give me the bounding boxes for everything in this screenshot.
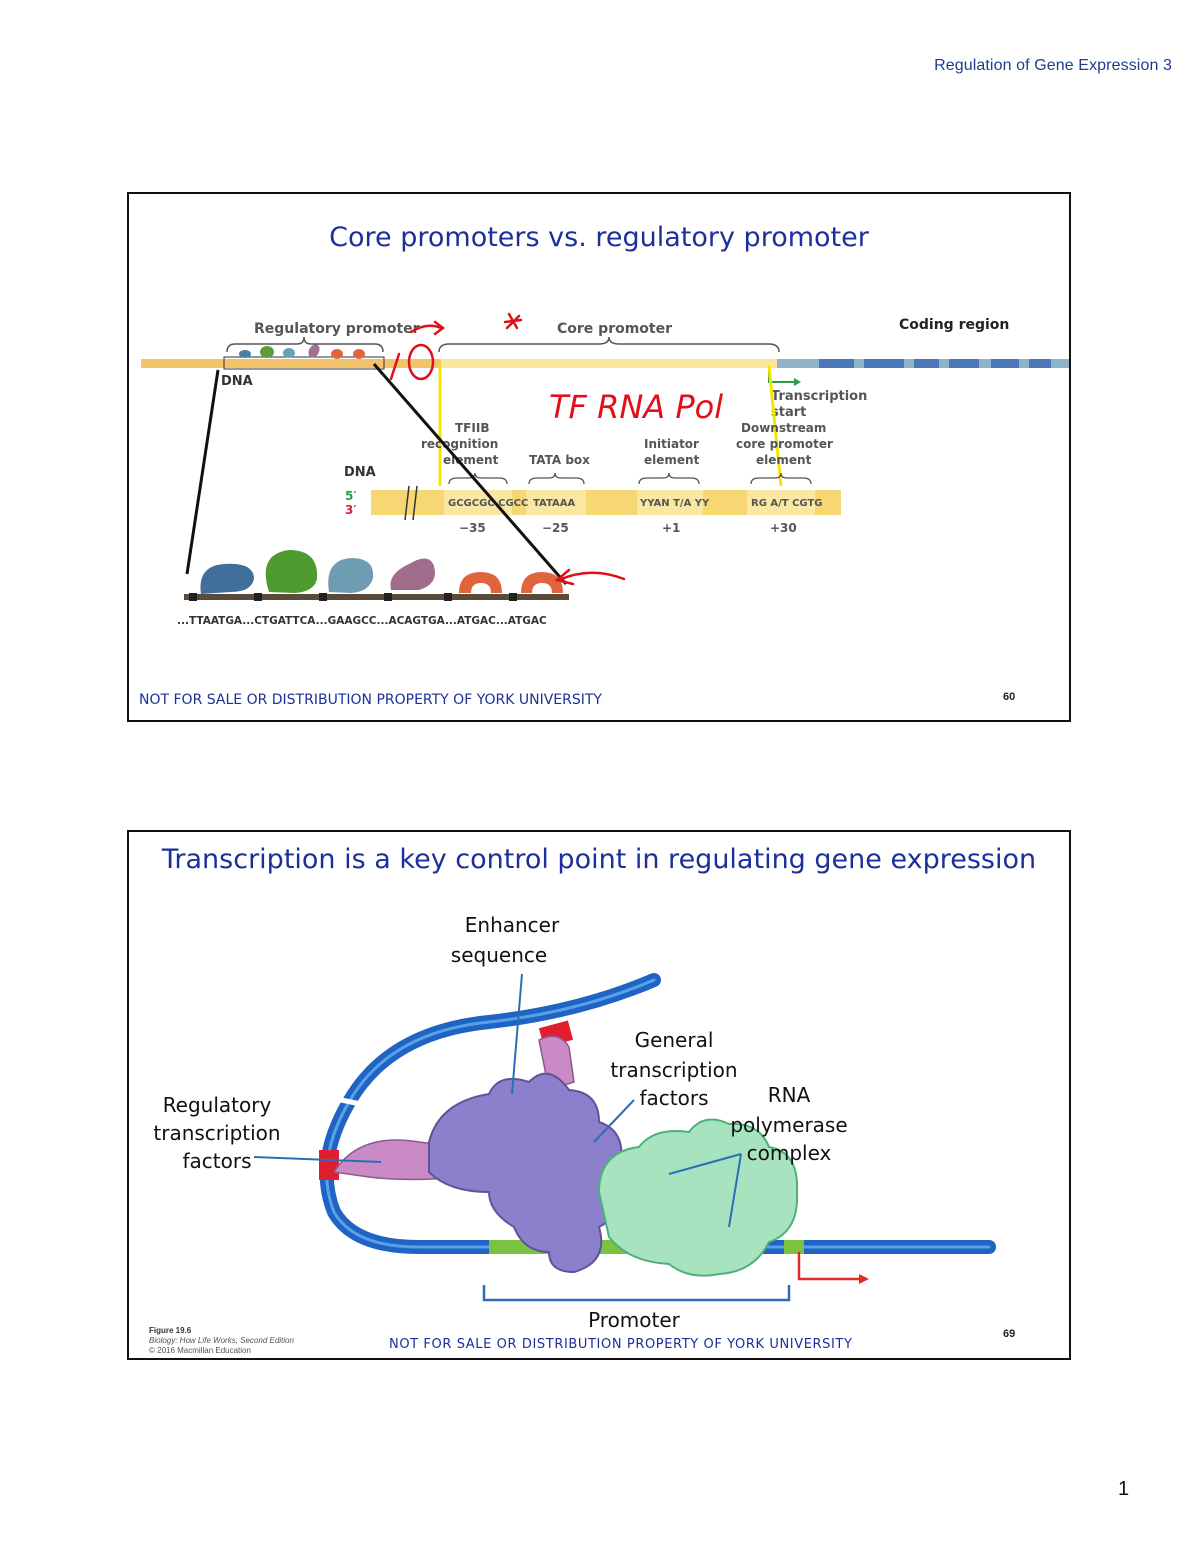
pos-plus30: +30 [770, 521, 797, 535]
regulatory-bracket [226, 336, 384, 353]
label-regulatory-3: factors [182, 1149, 251, 1173]
label-rna-1: RNA [768, 1083, 811, 1107]
seq-tata: TATAAA [533, 498, 576, 509]
seq-downstream: RG A/T CGTG [751, 498, 822, 509]
label-transcription-1: Transcription [771, 389, 867, 404]
label-tfiib-1: TFIIB [455, 421, 489, 435]
seq-initiator: YYAN T/A YY [639, 498, 710, 509]
label-regulatory-promoter: Regulatory promoter [254, 321, 420, 337]
page-number: 1 [1118, 1478, 1130, 1500]
label-tata-box: TATA box [529, 453, 590, 467]
label-core-promoter: Core promoter [557, 321, 672, 337]
slide-number: 60 [1003, 691, 1016, 703]
mini-regulatory-proteins [239, 344, 365, 359]
caption-line-1: Figure 19.6 [149, 1326, 192, 1335]
slide-footer: NOT FOR SALE OR DISTRIBUTION PROPERTY OF… [389, 1337, 853, 1352]
dna-loop [319, 973, 996, 1254]
figure-caption: Figure 19.6 Biology: How Life Works, Sec… [149, 1326, 294, 1356]
label-enhancer-2: sequence [451, 943, 547, 967]
core-dna-bar [441, 359, 777, 368]
label-rna-3: complex [747, 1141, 832, 1165]
pos-plus1: +1 [662, 521, 680, 535]
label-transcription-2: start [771, 405, 806, 420]
pos-minus35: −35 [459, 521, 486, 535]
caption-line-3: © 2016 Macmillan Education [149, 1346, 251, 1355]
label-regulatory-1: Regulatory [163, 1093, 272, 1117]
label-tfiib-2: recognition [421, 437, 498, 451]
transcription-start-arrow [768, 366, 794, 383]
slide-number: 69 [1003, 1328, 1016, 1340]
bottom-sequence: ...TTAATGA...CTGATTCA...GAAGCC...ACAGTGA… [177, 615, 547, 627]
label-tfiib-3: element [443, 453, 499, 467]
slide-title: Transcription is a key control point in … [161, 844, 1037, 875]
label-dna-mid: DNA [344, 465, 376, 480]
label-downstream-3: element [756, 453, 812, 467]
regulatory-box [223, 356, 385, 370]
label-general-1: General [635, 1028, 714, 1052]
label-downstream-2: core promoter [736, 437, 833, 451]
label-promoter: Promoter [588, 1308, 681, 1332]
handwritten-annotations [389, 312, 626, 586]
slide-footer: NOT FOR SALE OR DISTRIBUTION PROPERTY OF… [139, 692, 602, 708]
label-dna-top: DNA [221, 374, 253, 389]
label-general-2: transcription [610, 1058, 737, 1082]
rna-polymerase-shape [597, 1118, 799, 1277]
transcription-diagram: Enhancer sequence General transcription … [153, 913, 996, 1332]
label-downstream-1: Downstream [741, 421, 826, 435]
regulatory-dna-bar [141, 359, 441, 368]
seq-tfiib: GCGCGC CGCC [448, 498, 528, 509]
label-initiator-1: Initiator [644, 437, 699, 451]
slide-core-vs-regulatory-promoter: Core promoters vs. regulatory promoter R… [127, 192, 1071, 722]
label-coding-region: Coding region [899, 317, 1009, 333]
pos-minus25: −25 [542, 521, 569, 535]
label-rna-2: polymerase [730, 1113, 847, 1137]
slide-title: Core promoters vs. regulatory promoter [329, 222, 869, 253]
promoter-diagram: Regulatory promoter Core promoter Coding… [141, 312, 1069, 627]
handwritten-note-tf: TF RNA Pol [549, 388, 723, 426]
slide-transcription-control: Transcription is a key control point in … [127, 830, 1071, 1360]
label-regulatory-2: transcription [153, 1121, 280, 1145]
caption-line-2: Biology: How Life Works, Second Edition [149, 1336, 294, 1345]
label-general-3: factors [639, 1086, 708, 1110]
page-header: Regulation of Gene Expression 3 [934, 57, 1172, 74]
label-strand-5: 5′ [345, 489, 357, 503]
core-bracket [438, 336, 780, 353]
label-enhancer-1: Enhancer [465, 913, 560, 937]
label-strand-3: 3′ [345, 503, 357, 517]
promoter-bracket [482, 1285, 791, 1302]
regulatory-proteins [184, 550, 569, 601]
label-initiator-2: element [644, 453, 700, 467]
